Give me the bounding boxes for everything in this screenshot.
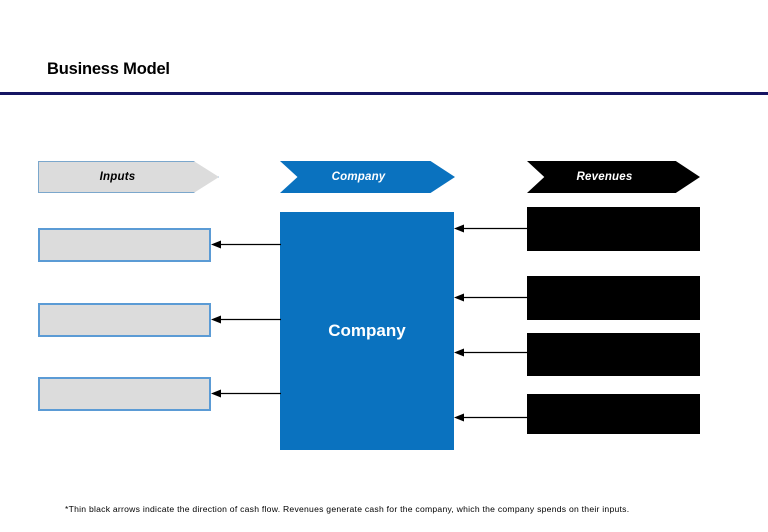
arrow-company-to-input-2-icon: [211, 314, 281, 325]
banner-revenues-label: Revenues: [576, 171, 633, 183]
banner-company: Company: [280, 161, 455, 193]
revenue-box[interactable]: [527, 276, 700, 320]
revenue-box[interactable]: [527, 394, 700, 434]
title-divider-rule: [0, 92, 768, 95]
arrow-revenue-4-to-company-icon: [454, 412, 528, 423]
revenue-box[interactable]: [527, 207, 700, 251]
input-box[interactable]: [38, 228, 211, 262]
arrow-revenue-2-to-company-icon: [454, 292, 528, 303]
banner-revenues: Revenues: [527, 161, 700, 193]
banner-company-label: Company: [331, 171, 386, 183]
arrow-revenue-1-to-company-icon: [454, 223, 528, 234]
banner-inputs: Inputs: [38, 161, 219, 193]
input-box[interactable]: [38, 303, 211, 337]
input-box[interactable]: [38, 377, 211, 411]
company-block[interactable]: Company: [280, 212, 454, 450]
page-title: Business Model: [47, 60, 170, 78]
footnote-text: *Thin black arrows indicate the directio…: [65, 504, 630, 514]
arrow-revenue-3-to-company-icon: [454, 347, 528, 358]
company-block-label: Company: [328, 321, 406, 340]
arrow-company-to-input-3-icon: [211, 388, 281, 399]
arrow-company-to-input-1-icon: [211, 239, 281, 250]
banner-inputs-label: Inputs: [99, 171, 136, 183]
revenue-box[interactable]: [527, 333, 700, 376]
